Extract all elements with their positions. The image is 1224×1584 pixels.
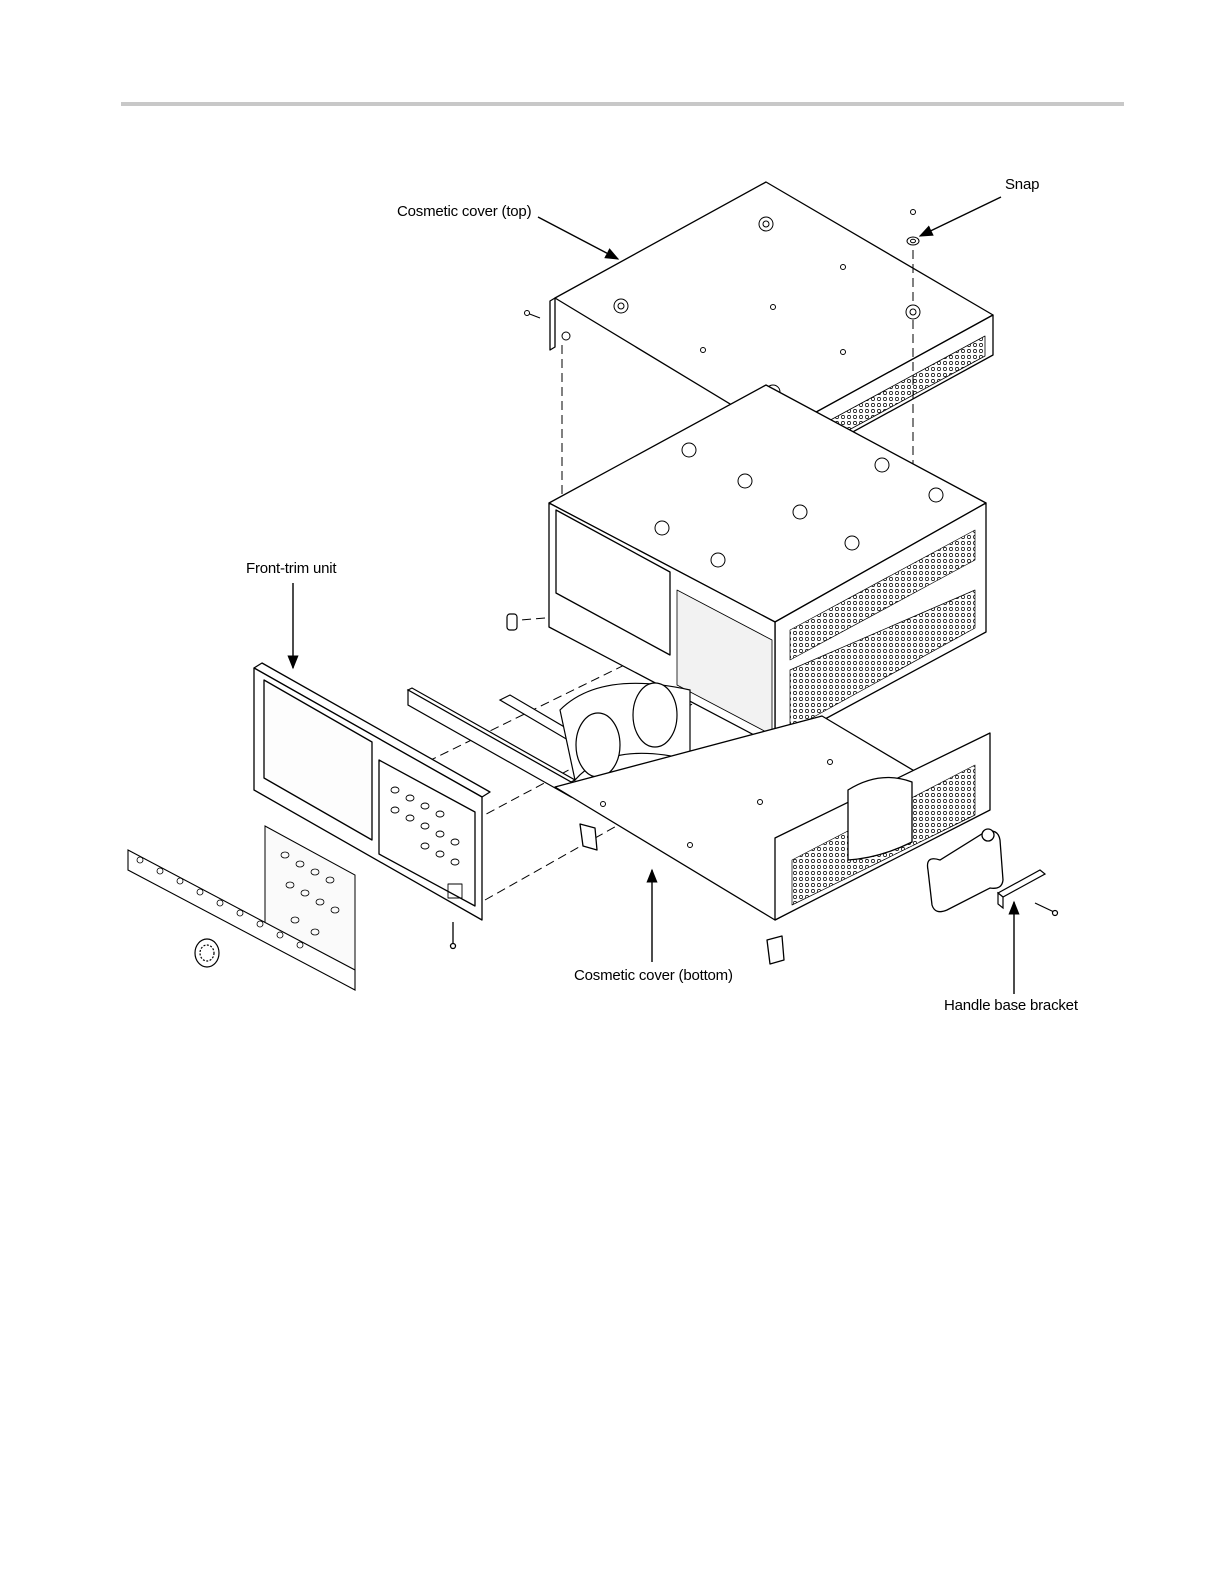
front-trim-unit-label: Front-trim unit	[246, 560, 336, 577]
handle-base-bracket-part	[998, 870, 1058, 916]
handle-base-bracket-label: Handle base bracket	[944, 997, 1078, 1014]
handle-part	[928, 829, 1004, 912]
cosmetic-cover-top-label: Cosmetic cover (top)	[397, 203, 531, 220]
cosmetic-cover-bottom-label: Cosmetic cover (bottom)	[574, 967, 733, 984]
snap-label: Snap	[1005, 176, 1039, 193]
knob-part	[195, 939, 219, 967]
